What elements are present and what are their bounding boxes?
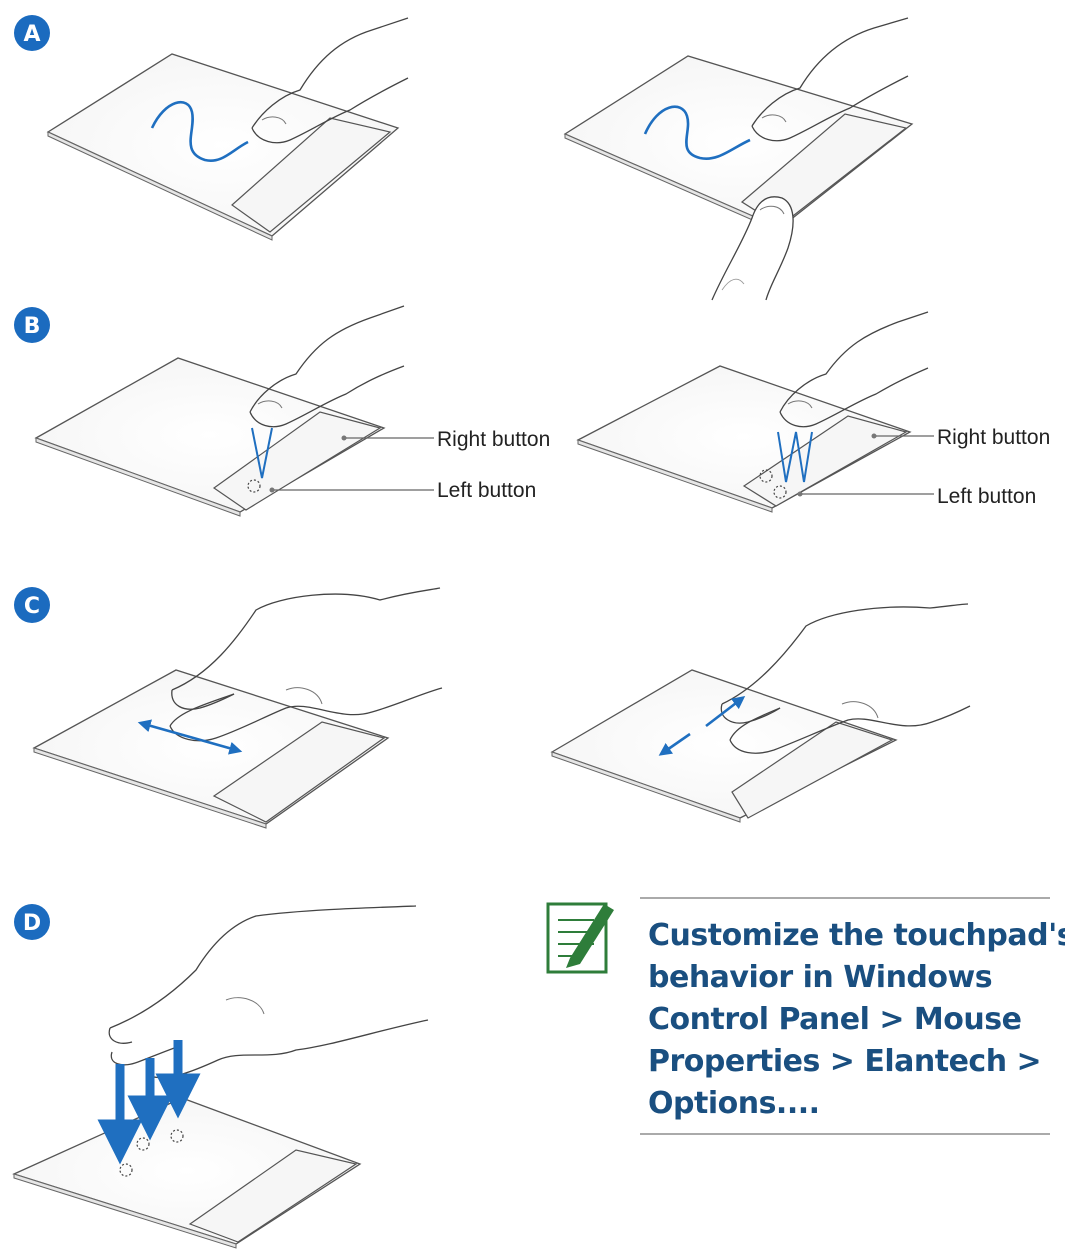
finger-outline	[251, 17, 409, 129]
section-b-badge	[14, 307, 50, 343]
finger-outline	[249, 305, 405, 413]
left-button-label: Left button	[937, 485, 1036, 508]
tap-point-icon	[247, 479, 261, 493]
note-line: behavior in Windows	[648, 960, 993, 995]
section-a: A	[14, 15, 914, 301]
scroll-arrow-up	[705, 696, 746, 728]
finger-outline	[779, 311, 929, 413]
horizontal-scroll-arrow	[137, 719, 243, 755]
touchpad-edge	[35, 437, 241, 517]
thumbnail	[759, 205, 785, 215]
section-c: C	[14, 587, 971, 829]
touchpad-edge	[577, 439, 773, 513]
tap-point-icon	[773, 485, 787, 499]
tap-point-icon	[170, 1129, 184, 1143]
touchpad-button-bar	[731, 721, 894, 819]
right-button-label: Right button	[937, 426, 1050, 449]
left-button-label: Left button	[437, 479, 536, 502]
fingernail	[761, 114, 787, 123]
touchpad-button-bar	[188, 1149, 358, 1243]
note-line: Properties > Elantech >	[648, 1044, 1042, 1079]
touchpad-edge	[47, 131, 273, 241]
touchpad-b-right: Right button Left button	[576, 311, 1050, 513]
hand-crease	[225, 997, 265, 1015]
finger-outline	[729, 707, 781, 741]
touchpad-button-bar	[212, 411, 382, 511]
tap-point-icon	[136, 1137, 150, 1151]
hand-outline	[171, 587, 441, 691]
note-line: Customize the touchpad's	[648, 918, 1065, 953]
left-button-marker	[269, 487, 275, 493]
finger-outline	[108, 1027, 133, 1044]
left-button-marker	[797, 491, 803, 497]
section-a-badge-label: A	[23, 22, 40, 47]
finger-path-squiggle	[150, 101, 249, 162]
fingernail	[261, 116, 287, 125]
touchpad-d	[12, 905, 429, 1249]
hand-outline	[721, 603, 969, 705]
touchpad-edge	[33, 747, 267, 829]
hand-outline	[109, 905, 417, 1029]
note-pencil-icon	[546, 902, 614, 974]
finger-outline	[249, 365, 405, 428]
note-box	[546, 897, 1050, 1135]
touchpad-edge	[551, 751, 741, 823]
tap-point-icon	[119, 1163, 133, 1177]
touchpad-a-left	[46, 17, 409, 241]
note-line: Options....	[648, 1086, 820, 1121]
finger-outline	[779, 367, 929, 428]
finger-outline	[110, 1045, 181, 1066]
touchpad-c-right	[550, 603, 971, 823]
tap-point-icon	[759, 469, 773, 483]
fingernail	[257, 400, 283, 409]
finger-outline	[149, 1019, 429, 1079]
section-b: B Right button Left button	[14, 305, 1050, 517]
note-line: Control Panel > Mouse	[648, 1002, 1022, 1037]
finger-outline	[751, 75, 909, 142]
touchpad-edge	[13, 1173, 237, 1249]
thumb-outline	[711, 196, 794, 301]
finger-outline	[751, 17, 909, 127]
scroll-arrow-down	[658, 732, 691, 756]
section-d-badge	[14, 904, 50, 940]
note-text: Customize the touchpad's behavior in Win…	[648, 915, 1065, 1125]
hand-crease	[841, 701, 879, 719]
finger-outline	[729, 705, 971, 754]
touchpad-button-bar	[742, 415, 908, 507]
section-b-badge-label: B	[24, 314, 41, 339]
finger-path-squiggle	[643, 105, 751, 160]
right-button-marker	[341, 435, 347, 441]
touchpad-button-bar	[212, 721, 386, 823]
thumb-crease	[721, 278, 745, 291]
finger-outline	[251, 77, 409, 144]
finger-outline	[171, 689, 235, 710]
section-d-badge-label: D	[23, 911, 41, 936]
section-a-badge	[14, 15, 50, 51]
hand-crease	[285, 687, 323, 705]
right-button-label: Right button	[437, 428, 550, 451]
touchpad-button-bar	[231, 117, 392, 233]
touchpad-a-right	[563, 17, 914, 301]
tap-motion-lines	[251, 427, 273, 479]
fingernail	[787, 400, 813, 409]
touchpad-c-left	[32, 587, 443, 829]
section-d: D	[12, 904, 429, 1249]
double-tap-motion-lines	[777, 431, 813, 483]
section-c-badge	[14, 587, 50, 623]
touchpad-b-left: Right button Left button	[34, 305, 550, 517]
section-c-badge-label: C	[24, 594, 40, 619]
right-button-marker	[871, 433, 877, 439]
